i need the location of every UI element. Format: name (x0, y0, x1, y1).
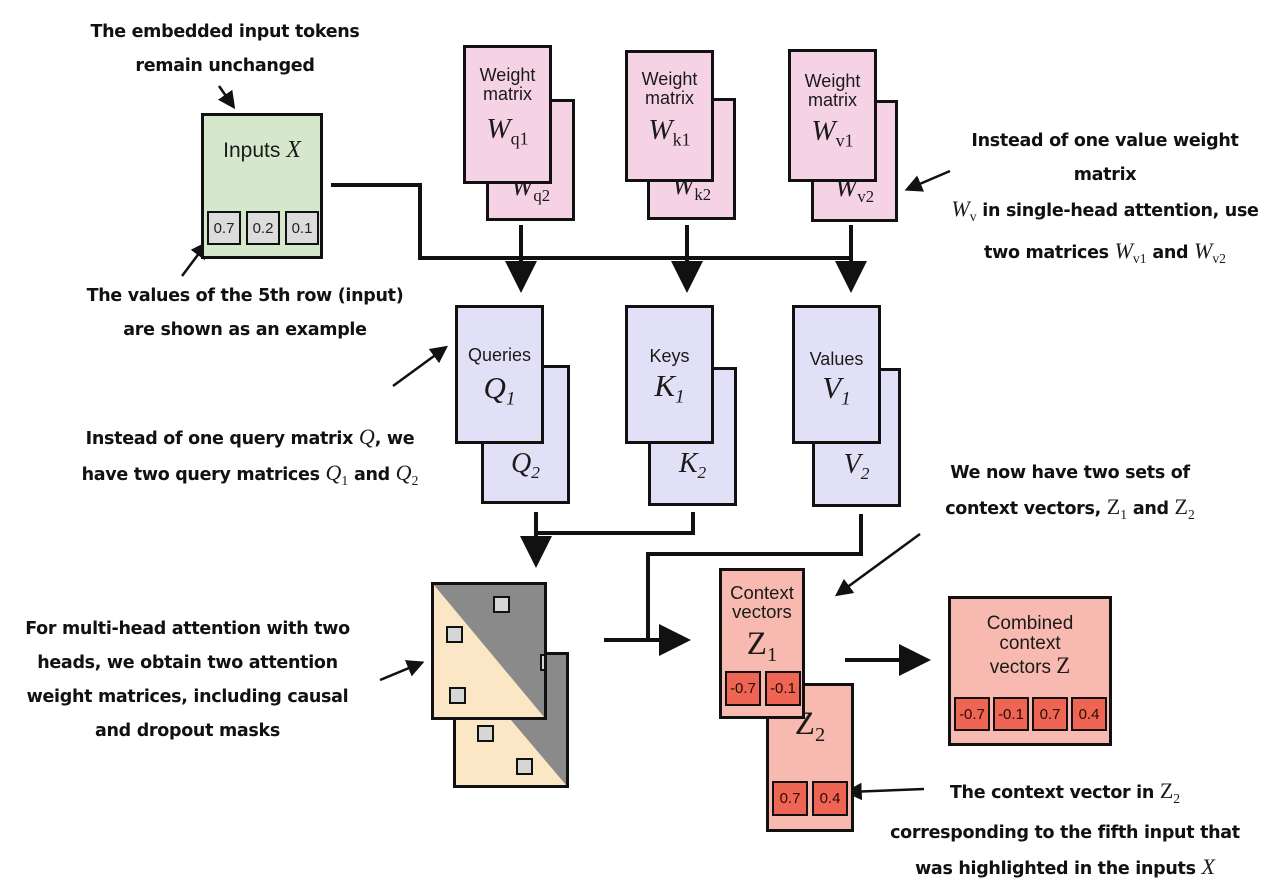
combined-label: Combined (986, 613, 1074, 634)
pointer-arrow-attention (379, 660, 425, 682)
annotation-query-matrices: Instead of one query matrix Q, we have t… (81, 424, 419, 488)
z1-value-cell: -0.7 (725, 671, 761, 706)
input-value-cell: 0.7 (207, 211, 241, 245)
dropout-cell (516, 758, 533, 775)
wq1-symbol: Wq1 (486, 113, 529, 149)
dropout-cell (477, 725, 494, 742)
qk-to-attention-arrow (520, 512, 695, 568)
keys-k1-box: Keys K1 (625, 305, 714, 444)
dropout-cell (493, 596, 510, 613)
wv1-symbol: Wv1 (811, 115, 854, 151)
pointer-arrow-embedded (217, 85, 236, 110)
queries-q1-box: Queries Q1 (455, 305, 544, 444)
keys-label: Keys (649, 346, 690, 366)
pointer-arrow-two-sets (834, 532, 921, 597)
weight-label: Weight (479, 65, 536, 85)
k1-symbol: K1 (654, 368, 685, 408)
annotation-embedded-tokens: The embedded input tokens remain unchang… (90, 22, 360, 76)
attention-weights-head-1 (431, 582, 547, 720)
pointer-arrow-query (392, 345, 449, 388)
q1-symbol: Q1 (483, 370, 516, 410)
z2-value-cell: 0.7 (772, 781, 808, 816)
combined-value-cell: 0.4 (1071, 697, 1107, 731)
q2-symbol: Q2 (511, 448, 540, 483)
v1-symbol: V1 (822, 370, 851, 410)
annotation-fifth-row: The values of the 5th row (input) are sh… (86, 286, 404, 340)
annotation-two-sets: We now have two sets of context vectors,… (945, 463, 1195, 522)
z2-value-cell-highlighted: 0.4 (812, 781, 848, 816)
dropout-cell (449, 687, 466, 704)
wk1-symbol: Wk1 (648, 114, 691, 150)
queries-label: Queries (467, 345, 532, 365)
annotation-attention-weights: For multi-head attention with two heads,… (25, 619, 350, 741)
dropout-cell (540, 654, 544, 671)
inputs-box: Inputs X 0.7 0.2 0.1 (201, 113, 323, 259)
values-label: Values (809, 349, 864, 369)
inputs-label: Inputs X (223, 137, 301, 163)
annotation-context-z2: The context vector in Z2 corresponding t… (890, 778, 1240, 879)
attention-mask-triangles (434, 585, 544, 717)
weight-label: Weight (804, 71, 861, 91)
z1-symbol: Z1 (746, 626, 778, 667)
v2-symbol: V2 (843, 449, 870, 484)
inputs-symbol: X (286, 137, 301, 163)
z1-value-cell: -0.1 (765, 671, 801, 706)
combined-value-cell: 0.7 (1032, 697, 1068, 731)
context-label: Context (730, 582, 794, 603)
combined-symbol: Z (1056, 652, 1071, 678)
input-value-cell: 0.1 (285, 211, 319, 245)
k2-symbol: K2 (678, 448, 707, 483)
annotation-value-weight: Instead of one value weight matrix Wv in… (951, 131, 1259, 266)
combined-value-cell: -0.1 (993, 697, 1029, 731)
values-v1-box: Values V1 (792, 305, 881, 444)
inputs-to-bus-line (331, 183, 852, 260)
weight-label: Weight (641, 69, 698, 89)
combined-context-box: Combined context vectors Z -0.7 -0.1 0.7… (948, 596, 1112, 746)
input-value-cell: 0.2 (246, 211, 280, 245)
dropout-cell (446, 626, 463, 643)
combined-value-cell: -0.7 (954, 697, 990, 731)
